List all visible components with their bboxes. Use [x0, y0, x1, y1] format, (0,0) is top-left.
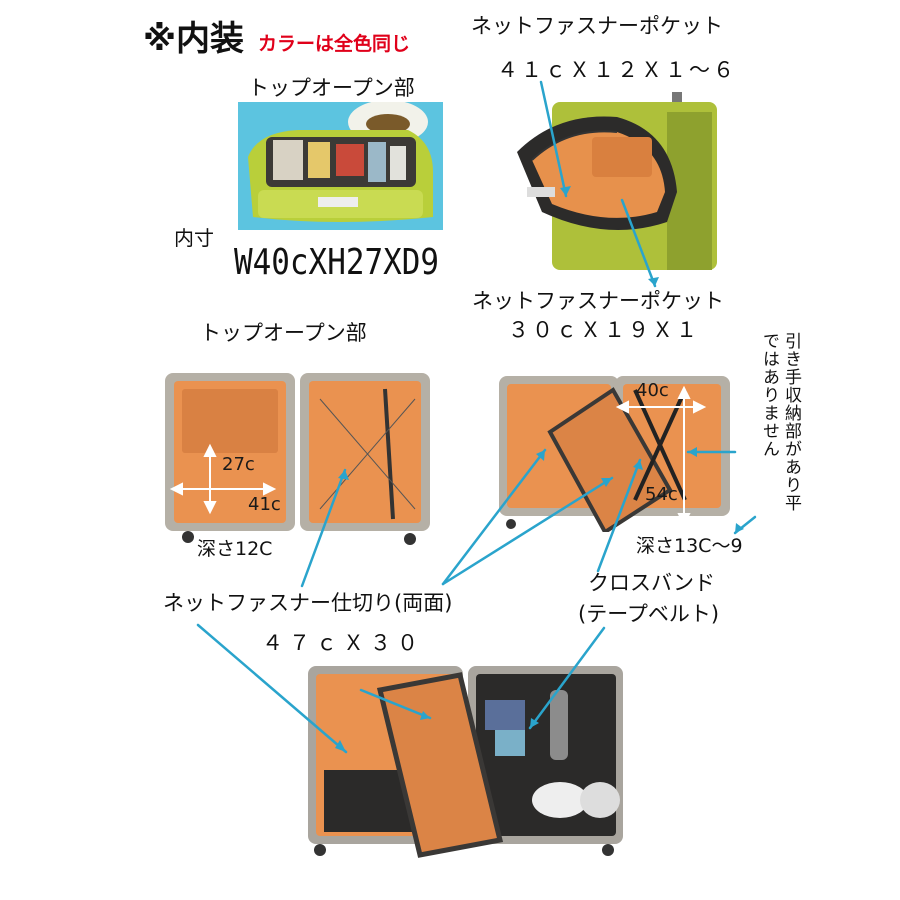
depth-left: 深さ12C: [197, 538, 273, 560]
crossband-sub-label: (テープベルト): [578, 602, 720, 626]
dim-width-41: 41c: [248, 494, 281, 515]
front-pocket-photo: [497, 92, 729, 270]
dim-height-54: 54c: [645, 484, 678, 505]
crossband-label: クロスバンド: [588, 571, 716, 595]
net-pocket-1-dims: ４１ｃＸ１２Ｘ１～６: [497, 58, 737, 82]
open-case-photo-left: [160, 369, 435, 549]
net-pocket-2-dims: ３０ｃＸ１９Ｘ１: [508, 318, 700, 342]
net-pocket-1-label: ネットファスナーポケット: [471, 14, 723, 38]
top-open-label: トップオープン部: [248, 76, 415, 100]
depth-right: 深さ13C～9: [636, 535, 743, 557]
inner-size-label: 内寸: [174, 226, 214, 250]
section-title: ※内装: [143, 19, 245, 59]
top-open-photo: [238, 102, 443, 230]
color-note: カラーは全色同じ: [258, 33, 411, 55]
dim-width-40: 40c: [636, 380, 669, 401]
packed-case-photo: [300, 660, 630, 860]
partition-dims: ４７ｃＸ３０: [262, 631, 424, 655]
inner-size-value: W40cXH27XD9: [234, 242, 440, 283]
partition-label: ネットファスナー仕切り(両面): [163, 591, 453, 615]
handle-storage-note: 引き手収納部があり平ではありません: [759, 332, 801, 512]
open-case-photo-right: [495, 370, 735, 532]
dim-height-27: 27c: [222, 454, 255, 475]
net-pocket-2-label: ネットファスナーポケット: [472, 289, 724, 313]
top-open-label-2: トップオープン部: [200, 321, 367, 345]
